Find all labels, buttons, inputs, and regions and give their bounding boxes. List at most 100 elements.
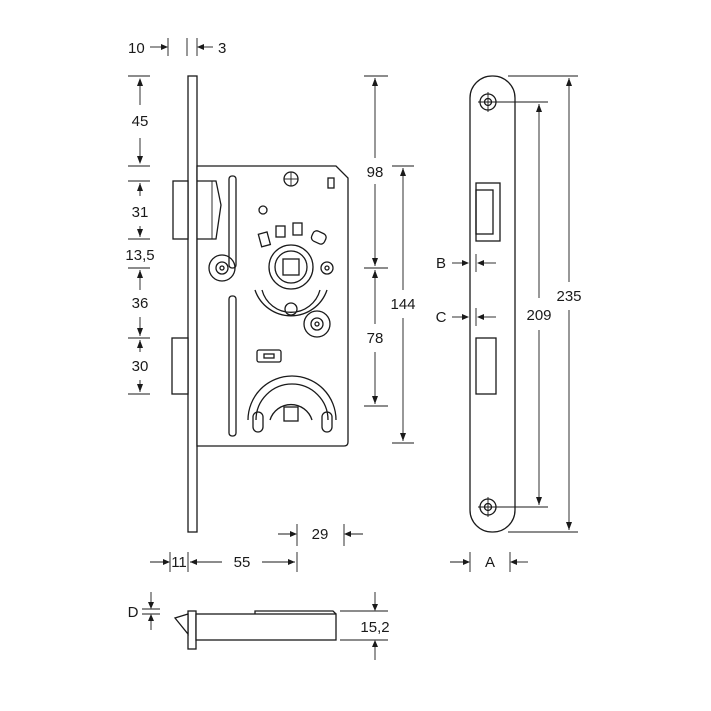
- key-square-icon: [283, 406, 299, 422]
- arrow-head: [290, 531, 297, 537]
- arrow-head: [148, 614, 154, 621]
- dim-case-tail: 29: [312, 526, 329, 543]
- follower-tab-3: [292, 222, 303, 236]
- follower-tab-1: [257, 231, 272, 248]
- dim-latch-width: B: [436, 255, 446, 272]
- dim-latch-height: 31: [132, 204, 149, 221]
- arrow-head: [477, 314, 484, 320]
- key-arc-inner: [255, 383, 329, 421]
- dim-faceplate-offset: 11: [171, 554, 187, 571]
- indicator-slot: [263, 353, 275, 359]
- arrow-head: [137, 270, 143, 278]
- dimension-lines: [128, 38, 578, 660]
- dim-faceplate-thickness-left: 10: [128, 40, 145, 57]
- arrow-head: [372, 258, 378, 266]
- front-view: [171, 75, 349, 533]
- slot-lower: [228, 295, 237, 437]
- arrow-head: [137, 183, 143, 191]
- arrow-head: [288, 559, 295, 565]
- follower-tab-2: [275, 225, 286, 238]
- arrow-head: [536, 104, 542, 112]
- follower-pin: [284, 302, 298, 316]
- key-slot-left: [252, 411, 264, 433]
- bottom-view: [173, 610, 337, 650]
- arrow-head: [510, 559, 517, 565]
- right-boss: [320, 261, 334, 275]
- arrow-head: [372, 604, 378, 611]
- dim-screw-spacing: 209: [526, 307, 551, 324]
- arrow-head: [400, 433, 406, 441]
- key-arc-core: [269, 403, 313, 421]
- arrow-head: [161, 44, 168, 50]
- left-boss-dot: [219, 265, 225, 271]
- follower-ring: [268, 244, 314, 290]
- arrow-head: [148, 602, 154, 609]
- dimension-labels: 10 3 45 31 13,5 36 30 98 78 144 29 11 55…: [125, 40, 581, 636]
- bottom-faceplate: [187, 610, 197, 650]
- faceplate-latch-inner: [475, 189, 494, 235]
- dim-latch-gap: 13,5: [125, 247, 154, 264]
- lower-boss-inner: [310, 317, 324, 331]
- faceplate-outline: [469, 75, 516, 533]
- follower-tab-4: [310, 230, 327, 245]
- arrow-head: [372, 396, 378, 404]
- dim-top-to-latch: 45: [132, 113, 149, 130]
- arrow-head: [137, 328, 143, 336]
- dim-case-thickness: 15,2: [360, 619, 389, 636]
- arrow-head: [372, 270, 378, 278]
- key-arc-outer: [247, 375, 337, 421]
- dim-bolt-width: C: [436, 309, 447, 326]
- spindle-square-icon: [282, 258, 300, 276]
- latch-bolt: [172, 180, 189, 240]
- dim-gap-to-bolt: 36: [132, 295, 149, 312]
- faceplate-bolt-opening: [475, 337, 497, 395]
- lower-boss-outer: [303, 310, 331, 338]
- arrow-head: [477, 260, 484, 266]
- dead-bolt: [171, 337, 189, 395]
- lock-tab-icon: [327, 177, 335, 189]
- arrow-head: [463, 559, 470, 565]
- case-small-hole: [258, 205, 268, 215]
- key-slot-right: [321, 411, 333, 433]
- bottom-latch: [173, 613, 189, 636]
- arrow-head: [197, 44, 204, 50]
- arrow-head: [163, 559, 170, 565]
- bottom-case-step: [254, 610, 337, 615]
- right-boss-dot: [324, 265, 330, 271]
- arrow-head: [137, 384, 143, 392]
- lower-boss-dot: [314, 321, 320, 327]
- bottom-case: [195, 613, 337, 641]
- arrow-head: [372, 640, 378, 647]
- dim-faceplate-thickness-right: 3: [218, 40, 226, 57]
- arrow-head: [566, 522, 572, 530]
- slot-upper: [228, 175, 237, 269]
- arrow-head: [536, 497, 542, 505]
- arrow-head: [462, 260, 469, 266]
- dim-backset: 55: [234, 554, 251, 571]
- arrow-head: [372, 78, 378, 86]
- arrow-head: [190, 559, 197, 565]
- arrow-head: [344, 531, 351, 537]
- arrow-head: [137, 78, 143, 86]
- arrow-head: [137, 156, 143, 164]
- dim-follower-to-key: 78: [367, 330, 384, 347]
- follower-arc: [254, 289, 328, 317]
- dim-faceplate-length: 235: [556, 288, 581, 305]
- dim-bottom-faceplate-thickness: D: [128, 604, 139, 621]
- latch-bolt-bevel: [197, 180, 222, 240]
- indicator-window: [256, 349, 282, 363]
- faceplate-view: [469, 75, 516, 533]
- dim-faceplate-width: A: [485, 554, 495, 571]
- dim-case-height: 144: [390, 296, 415, 313]
- dim-bolt-height: 30: [132, 358, 149, 375]
- arrow-head: [137, 340, 143, 348]
- front-faceplate: [187, 75, 198, 533]
- follower-arc-inner: [261, 289, 321, 313]
- left-boss-inner: [215, 261, 229, 275]
- left-boss-outer: [208, 254, 236, 282]
- arrow-head: [462, 314, 469, 320]
- follower-inner: [274, 250, 308, 284]
- arrow-head: [400, 168, 406, 176]
- arrow-head: [137, 229, 143, 237]
